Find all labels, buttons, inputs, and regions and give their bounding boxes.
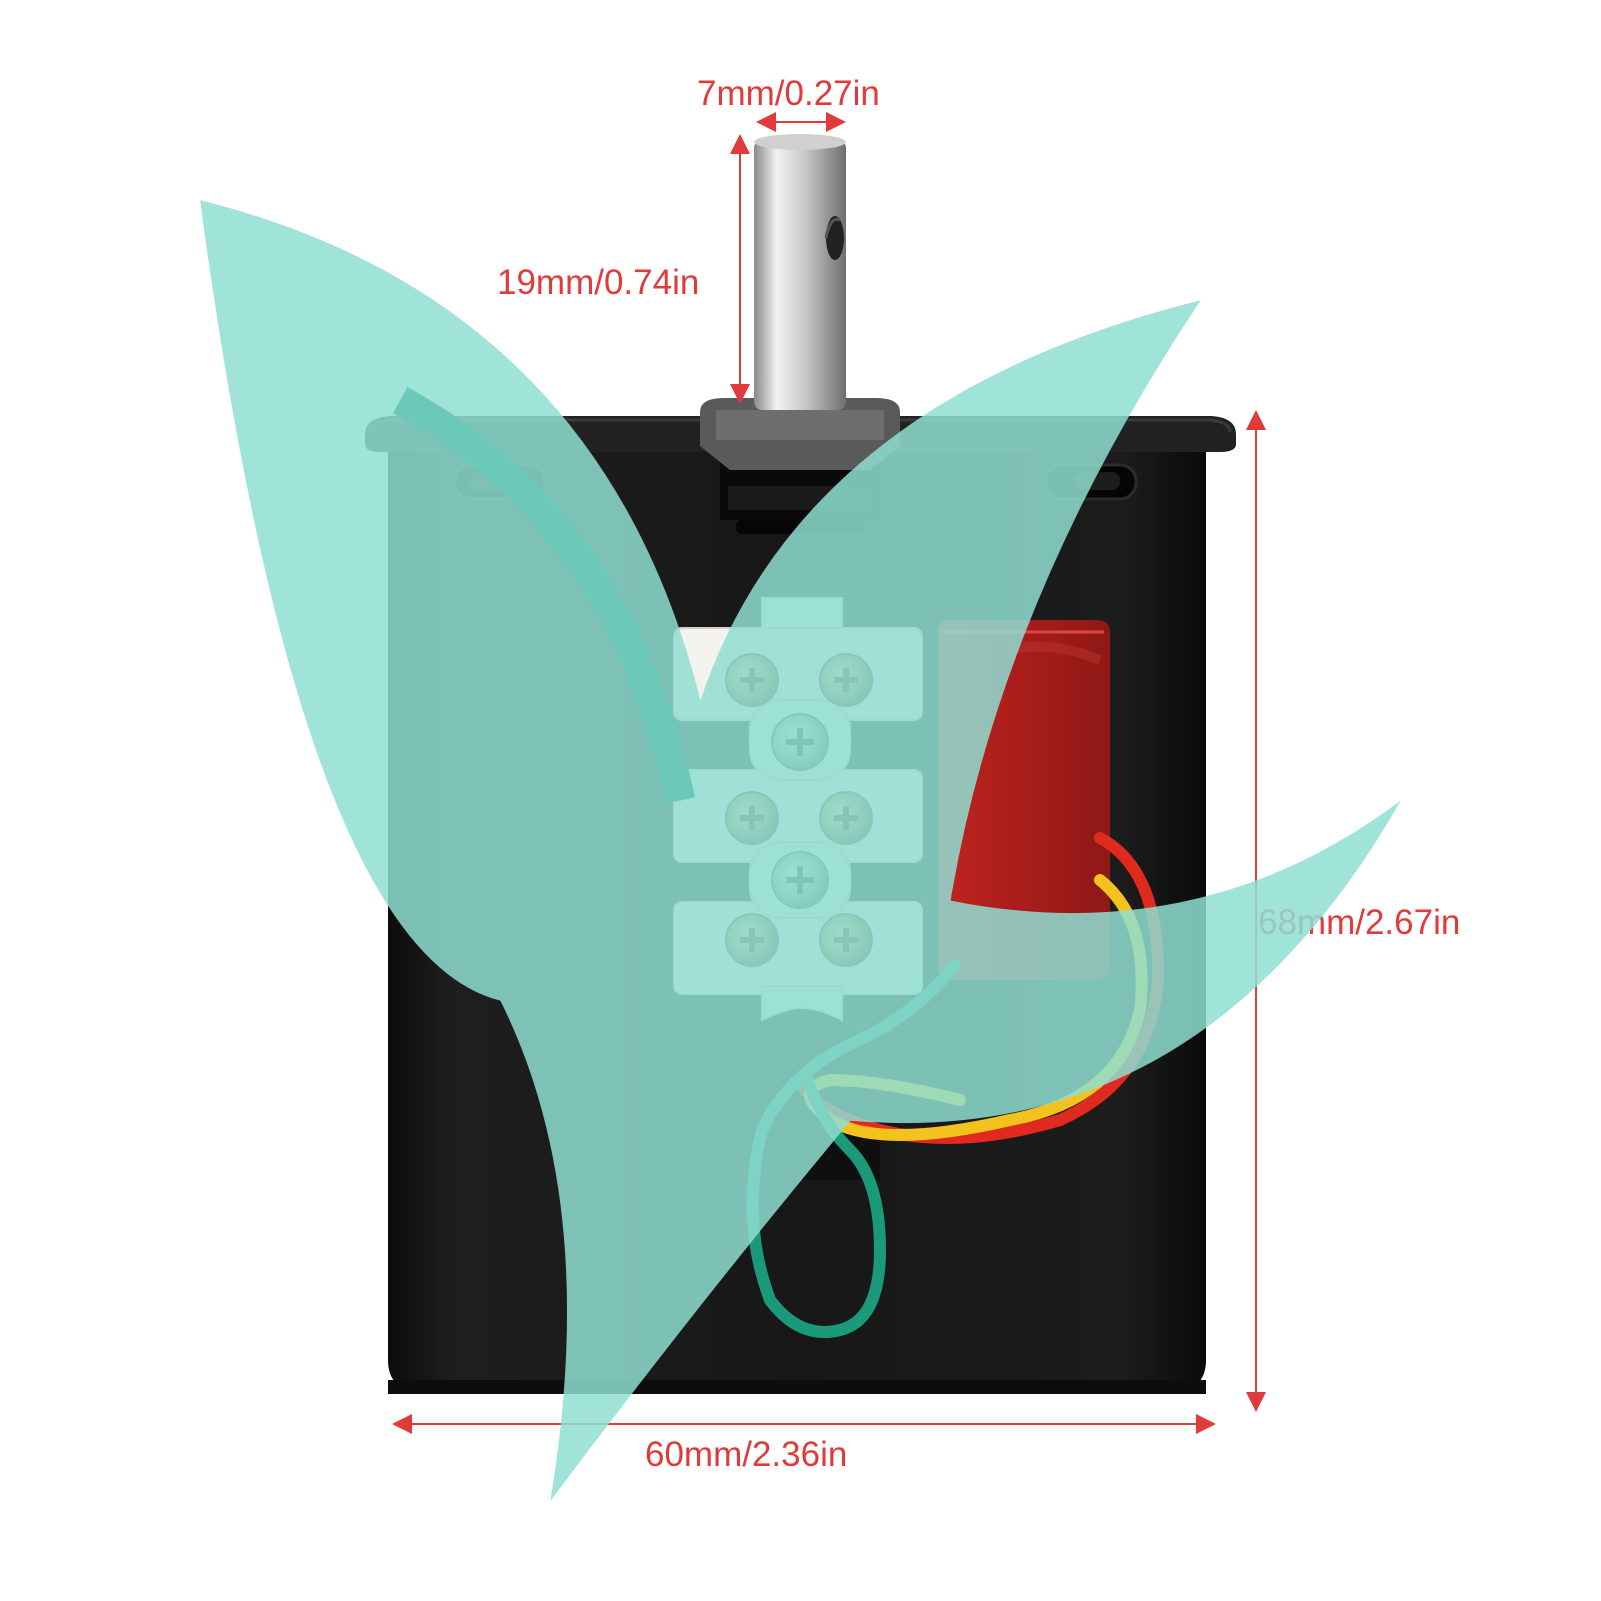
shaft-length-label: 19mm/0.74in	[497, 263, 700, 302]
body-width-label: 60mm/2.36in	[645, 1435, 848, 1474]
shaft-diameter-label: 7mm/0.27in	[697, 74, 880, 113]
motor-shaft	[700, 134, 900, 470]
